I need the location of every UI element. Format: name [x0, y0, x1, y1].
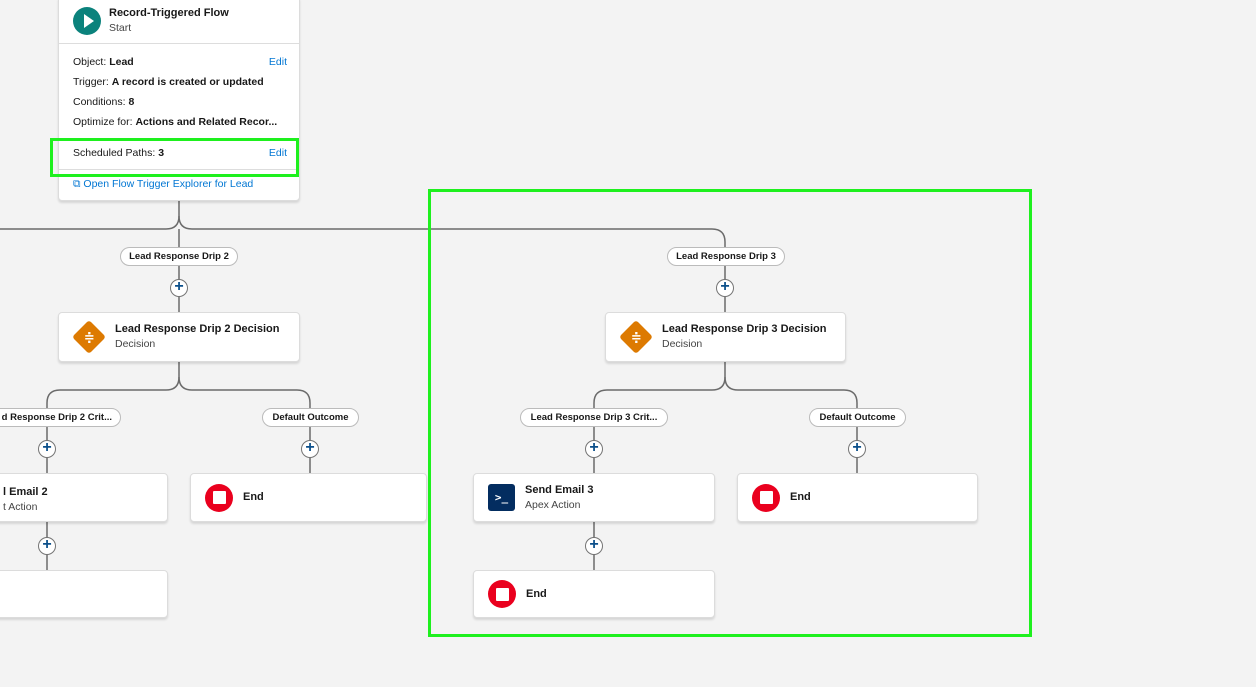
node-title: End: [243, 491, 264, 503]
external-link-icon: ⧉: [73, 178, 81, 190]
node-title: l Email 2: [3, 486, 48, 498]
apex-action-icon: >_: [488, 484, 515, 511]
stop-icon: [752, 483, 780, 512]
add-element-button[interactable]: +: [716, 279, 734, 297]
start-subtitle: Start: [109, 22, 132, 34]
node-type: Decision: [662, 338, 703, 350]
node-title: End: [526, 587, 547, 600]
add-element-button[interactable]: +: [301, 440, 319, 458]
add-element-button[interactable]: +: [848, 440, 866, 458]
scheduled-paths-row: Scheduled Paths: 3: [73, 147, 165, 159]
play-icon: [73, 7, 101, 35]
stop-icon: [488, 580, 516, 608]
node-type: Apex Action: [525, 498, 581, 511]
add-element-button[interactable]: +: [38, 440, 56, 458]
trigger-row: Trigger: A record is created or updated: [73, 76, 264, 88]
default-outcome-label[interactable]: Default Outcome: [262, 408, 359, 427]
stop-icon: [205, 483, 233, 512]
path-label-drip-2[interactable]: Lead Response Drip 2: [120, 247, 238, 266]
edit-object-link[interactable]: Edit: [268, 56, 287, 68]
node-title: Lead Response Drip 2 Decision: [115, 323, 280, 335]
node-type: Decision: [115, 338, 156, 350]
add-element-button[interactable]: +: [170, 279, 188, 297]
start-title: Record-Triggered Flow: [109, 7, 229, 19]
flow-trigger-explorer-link[interactable]: ⧉ Open Flow Trigger Explorer for Lead: [73, 178, 254, 190]
highlight-drip-3-branch: [428, 189, 1032, 637]
end-node[interactable]: End: [737, 473, 978, 522]
node-type: t Action: [3, 501, 38, 513]
add-element-button[interactable]: +: [585, 440, 603, 458]
node-title: Lead Response Drip 3 Decision: [662, 323, 827, 335]
outcome-label-drip-3[interactable]: Lead Response Drip 3 Crit...: [520, 408, 668, 427]
object-row: Object: Lead: [73, 56, 134, 68]
end-node-partial[interactable]: [0, 570, 168, 618]
action-node-send-email-3[interactable]: >_ Send Email 3 Apex Action: [473, 473, 715, 522]
action-node-email-2[interactable]: l Email 2 t Action: [0, 473, 168, 522]
optimize-row: Optimize for: Actions and Related Recor.…: [73, 116, 278, 128]
node-title: End: [790, 491, 811, 503]
path-label-drip-3[interactable]: Lead Response Drip 3: [667, 247, 785, 266]
end-node[interactable]: End: [473, 570, 715, 618]
outcome-label-drip-2[interactable]: d Response Drip 2 Crit...: [0, 408, 121, 427]
end-node[interactable]: End: [190, 473, 427, 522]
decision-icon: ≑: [72, 320, 106, 354]
add-element-button[interactable]: +: [585, 537, 603, 555]
highlight-scheduled-paths: [50, 138, 299, 177]
edit-scheduled-paths-link[interactable]: Edit: [268, 147, 287, 159]
add-element-button[interactable]: +: [38, 537, 56, 555]
node-title: Send Email 3: [525, 483, 594, 496]
default-outcome-label[interactable]: Default Outcome: [809, 408, 906, 427]
conditions-row: Conditions: 8: [73, 96, 135, 108]
